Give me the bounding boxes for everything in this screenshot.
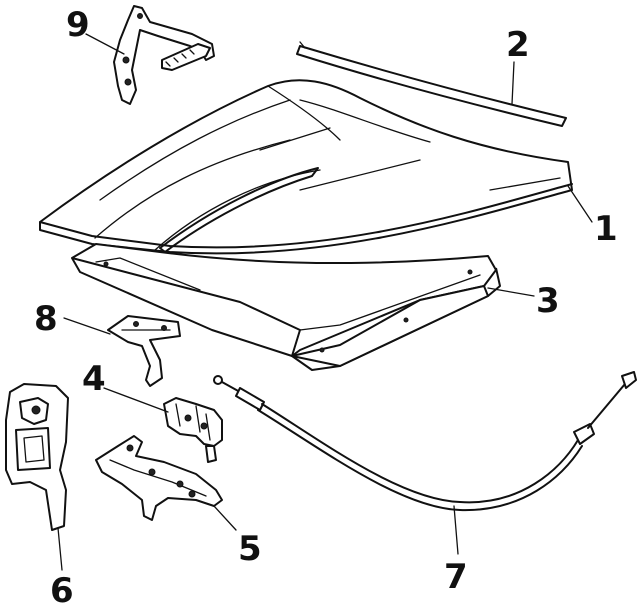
callout-1: 1 xyxy=(594,209,618,249)
callout-7: 7 xyxy=(444,557,468,597)
callout-2: 2 xyxy=(506,25,530,65)
callout-3: 3 xyxy=(536,281,560,321)
callout-9: 9 xyxy=(66,5,90,45)
callout-6: 6 xyxy=(50,571,74,611)
hood-latch-part xyxy=(163,397,223,463)
side-bracket-part xyxy=(5,383,69,531)
insulator-pad-part xyxy=(71,243,501,371)
hood-seal-part xyxy=(296,41,567,127)
latch-hook-part xyxy=(107,315,181,387)
leader-lines xyxy=(57,33,593,571)
callout-5: 5 xyxy=(238,529,262,569)
callout-8: 8 xyxy=(34,299,58,339)
hood-panel-part xyxy=(39,79,573,255)
release-cable-part xyxy=(213,371,637,512)
hood-hinge-part xyxy=(113,5,215,105)
latch-support-part xyxy=(95,435,223,521)
callout-4: 4 xyxy=(82,359,106,399)
